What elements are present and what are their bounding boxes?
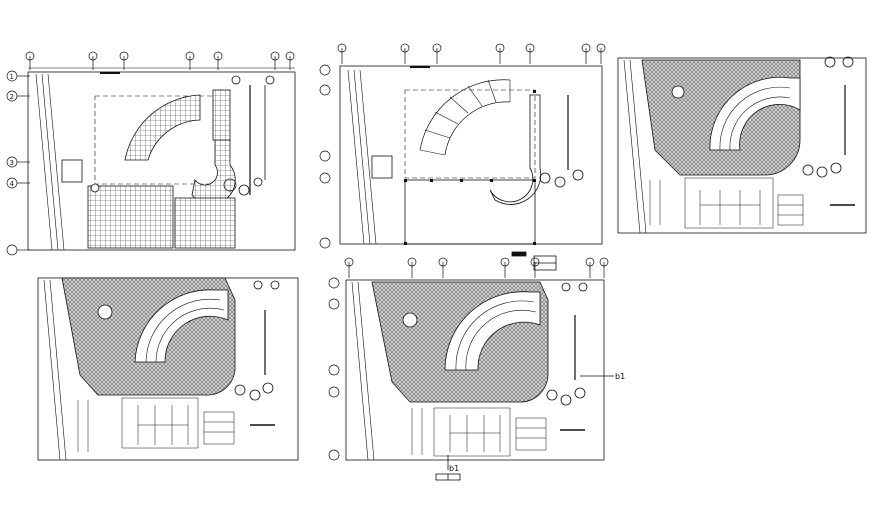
- axis-marker-2: 2: [10, 93, 14, 101]
- grid-axis-top-2: [337, 43, 606, 64]
- section-label-b1-bottom: b1: [449, 464, 459, 473]
- axis-marker-4: 4: [10, 180, 15, 188]
- plan-floor-c: [328, 257, 614, 481]
- grid-axis-left-5: [328, 277, 340, 461]
- grid-axis-top-5: [344, 257, 609, 278]
- plan-structure: [319, 43, 606, 271]
- grid-axis-left: [6, 70, 30, 256]
- plan-site: 1 2 3 4: [6, 51, 296, 256]
- axis-marker-1: 1: [10, 73, 14, 81]
- axis-marker-3: 3: [10, 159, 14, 167]
- section-label-b1-right: b1: [615, 372, 625, 381]
- grid-axis-left-2: [319, 64, 331, 249]
- grid-axis-top: [25, 51, 295, 70]
- plan-floor-b: [37, 277, 299, 461]
- plan-floor-a: [617, 56, 867, 234]
